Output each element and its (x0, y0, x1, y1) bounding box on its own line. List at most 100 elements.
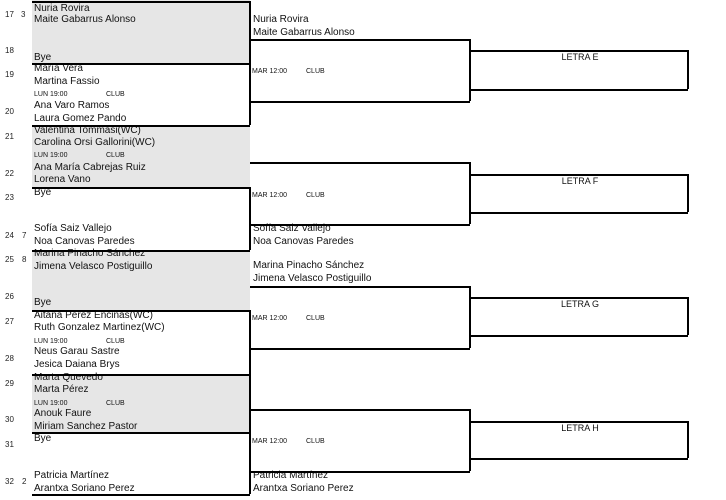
letra-line (469, 421, 688, 423)
row-number: 26 (5, 292, 14, 301)
player-name: Patricia Martínez (253, 470, 329, 481)
bracket-connector (249, 63, 251, 125)
player-name: Marta Pérez (34, 384, 89, 395)
row-number: 21 (5, 132, 14, 141)
row-number: 24 (5, 231, 14, 240)
shaded-block (32, 250, 250, 310)
bracket-connector (469, 409, 471, 471)
shaded-block (32, 374, 250, 432)
match-line (250, 348, 470, 350)
player-name: Valentina Tommasi(WC) (34, 125, 141, 136)
match-line (250, 101, 470, 103)
player-name: Laura Gomez Pando (34, 113, 127, 124)
match-venue: CLUB (106, 152, 125, 159)
player-name: Jimena Velasco Postiguillo (34, 261, 153, 272)
letra-line (469, 89, 688, 91)
seed-number: 7 (22, 231, 27, 240)
match-day: LUN 19:00 (34, 91, 68, 98)
player-name: Bye (34, 433, 52, 444)
bracket-connector (249, 374, 251, 432)
match-venue: CLUB (106, 91, 125, 98)
player-name: Nuria Rovira (253, 14, 309, 25)
bracket-connector (469, 162, 471, 224)
player-name: Maite Gabarrus Alonso (253, 27, 355, 38)
player-name: Nuria Rovira (34, 3, 90, 14)
match-line (32, 494, 250, 496)
row-number: 17 (5, 10, 14, 19)
bracket-connector (249, 187, 251, 250)
player-name: Carolina Orsi Gallorini(WC) (34, 137, 156, 148)
player-name: Ruth Gonzalez Martinez(WC) (34, 322, 165, 333)
row-number: 29 (5, 379, 14, 388)
match-venue: CLUB (306, 315, 325, 322)
bracket-connector (249, 432, 251, 494)
match-line (250, 162, 470, 164)
letra-box-edge (687, 50, 689, 89)
player-name: Jimena Velasco Postiguillo (253, 273, 372, 284)
player-name: Arantxa Soriano Perez (34, 483, 135, 494)
match-line (250, 39, 470, 41)
match-venue: CLUB (106, 338, 125, 345)
player-name: Miriam Sanchez Pastor (34, 421, 138, 432)
letra-label: LETRA G (560, 299, 599, 309)
letra-line (469, 174, 688, 176)
letra-line (469, 212, 688, 214)
match-line (250, 409, 470, 411)
row-number: 18 (5, 46, 14, 55)
match-day: MAR 12:00 (252, 438, 288, 445)
player-name: Patricia Martínez (34, 470, 110, 481)
player-name: Lorena Vano (34, 174, 91, 185)
letra-box-edge (687, 421, 689, 458)
letra-line (469, 458, 688, 460)
match-venue: CLUB (306, 438, 325, 445)
match-line (32, 432, 250, 434)
player-name: Arantxa Soriano Perez (253, 483, 354, 494)
match-line (32, 1, 250, 3)
bracket-connector (469, 39, 471, 101)
player-name: Bye (34, 187, 52, 198)
player-name: Sofía Saiz Vallejo (34, 223, 112, 234)
player-name: Bye (34, 297, 52, 308)
bracket-connector (249, 310, 251, 374)
letra-label: LETRA F (561, 176, 599, 186)
player-name: Noa Canovas Paredes (253, 236, 354, 247)
seed-number: 8 (22, 255, 27, 264)
match-day: MAR 12:00 (252, 315, 288, 322)
row-number: 22 (5, 169, 14, 178)
letra-label: LETRA H (561, 423, 599, 433)
player-name: Marina Pinacho Sánchez (253, 260, 365, 271)
row-number: 32 (5, 477, 14, 486)
match-venue: CLUB (306, 68, 325, 75)
letra-box-edge (687, 297, 689, 335)
seed-number: 2 (22, 477, 27, 486)
match-day: MAR 12:00 (252, 68, 288, 75)
player-name: Bye (34, 52, 52, 63)
row-number: 23 (5, 193, 14, 202)
player-name: Neus Garau Sastre (34, 346, 120, 357)
player-name: Marina Pinacho Sánchez (34, 248, 146, 259)
match-line (250, 286, 470, 288)
match-venue: CLUB (106, 400, 125, 407)
player-name: María Vera (34, 63, 83, 74)
player-name: Noa Canovas Paredes (34, 236, 135, 247)
player-name: Ana María Cabrejas Ruiz (34, 162, 146, 173)
row-number: 20 (5, 107, 14, 116)
match-day: LUN 19:00 (34, 338, 68, 345)
row-number: 27 (5, 317, 14, 326)
shaded-block (32, 0, 250, 63)
bracket-connector (469, 286, 471, 348)
match-day: MAR 12:00 (252, 192, 288, 199)
match-line (32, 310, 250, 312)
row-number: 30 (5, 415, 14, 424)
player-name: Maite Gabarrus Alonso (34, 14, 136, 25)
player-name: Anouk Faure (34, 408, 92, 419)
player-name: Marta Quevedo (34, 372, 103, 383)
letra-line (469, 50, 688, 52)
row-number: 19 (5, 70, 14, 79)
match-line (32, 187, 250, 189)
letra-line (469, 297, 688, 299)
letra-box-edge (687, 174, 689, 212)
bracket-connector (249, 1, 251, 63)
seed-number: 3 (21, 10, 26, 19)
